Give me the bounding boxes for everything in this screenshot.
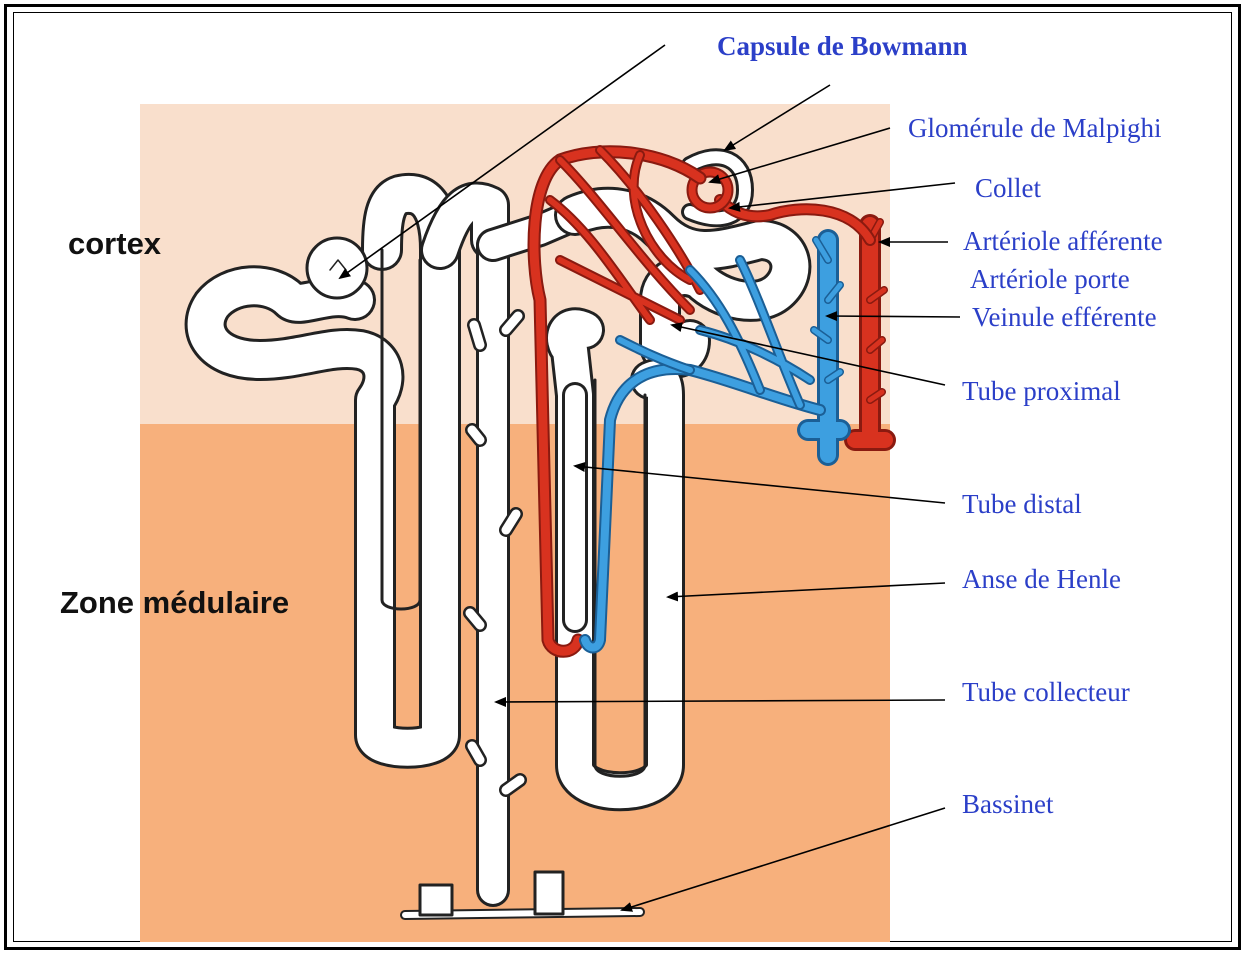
label-neck: Collet xyxy=(975,175,1041,202)
label-efferent-venule: Veinule efférente xyxy=(972,304,1157,331)
pelvis xyxy=(405,872,640,915)
leader-bowman-capsule-2 xyxy=(725,85,830,150)
nephron-1 xyxy=(206,194,490,748)
leader-distal-tube xyxy=(575,466,945,503)
leader-efferent-venule xyxy=(827,316,960,317)
label-glomerulus: Glomérule de Malpighi xyxy=(908,115,1161,142)
leader-henle-loop xyxy=(668,583,945,597)
bowman-capsule-1 xyxy=(307,238,367,298)
label-bowman-capsule: Capsule de Bowmann xyxy=(717,33,968,60)
label-pelvis: Bassinet xyxy=(962,791,1054,818)
label-afferent-arteriole: Artériole afférente xyxy=(963,228,1163,255)
leader-neck xyxy=(730,183,955,208)
label-proximal-tube: Tube proximal xyxy=(962,378,1121,405)
tubules xyxy=(206,157,791,915)
veins xyxy=(585,240,840,648)
label-distal-tube: Tube distal xyxy=(962,491,1082,518)
leader-pelvis xyxy=(622,808,945,910)
label-henle-loop: Anse de Henle xyxy=(962,566,1121,593)
cortex-label: cortex xyxy=(68,226,161,262)
label-portal-arteriole: Artériole porte xyxy=(970,266,1130,293)
medulla-label: Zone médulaire xyxy=(60,585,289,621)
label-collecting-tube: Tube collecteur xyxy=(962,679,1130,706)
